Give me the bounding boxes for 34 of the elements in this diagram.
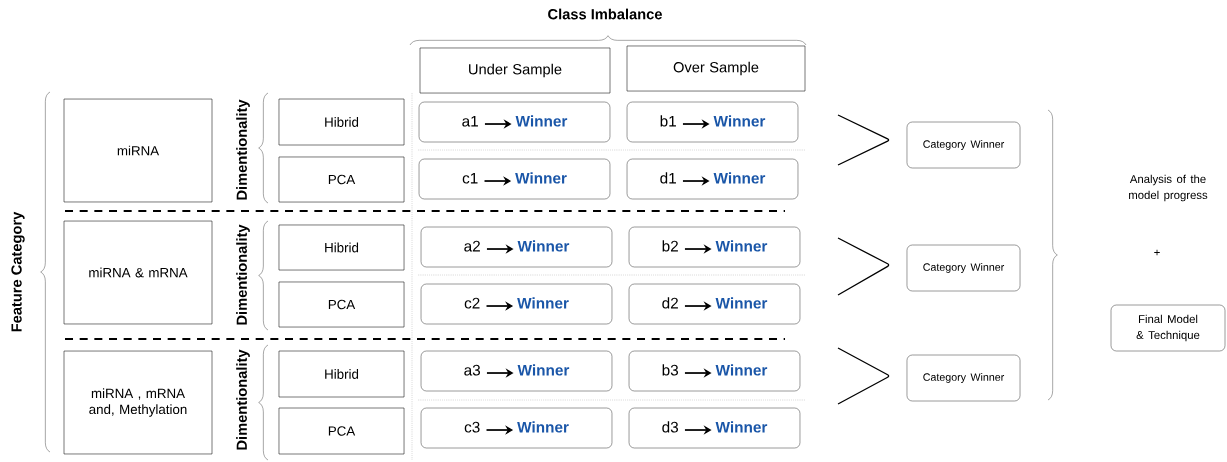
- result-box: b2 Winner: [628, 226, 801, 268]
- column-header-box: Under Sample: [419, 47, 611, 94]
- result-box: b3 Winner: [628, 350, 801, 392]
- plus-sign: +: [1154, 249, 1160, 256]
- final-box: Final Model & Technique: [1110, 304, 1226, 352]
- result-box: c2 Winner: [420, 283, 613, 325]
- heading-text: Class Imbalance: [548, 8, 662, 20]
- method-box: Hibrid: [278, 224, 405, 271]
- result-box: d1 Winner: [626, 158, 799, 200]
- result-box: c3 Winner: [420, 407, 613, 449]
- result-box: b1 Winner: [626, 101, 799, 143]
- method-box: PCA: [278, 407, 405, 455]
- result-box: d2 Winner: [628, 283, 801, 325]
- group-label: Dimentionality: [236, 99, 250, 200]
- group-label: Dimentionality: [236, 224, 250, 325]
- winner-box: Category Winner: [906, 121, 1021, 169]
- method-box: PCA: [278, 156, 405, 203]
- result-box: a2 Winner: [420, 226, 613, 268]
- result-box: c1 Winner: [418, 158, 611, 200]
- group-label: Dimentionality: [236, 349, 250, 450]
- column-header-box: Over Sample: [626, 45, 806, 92]
- method-box: PCA: [278, 281, 405, 328]
- result-box: a3 Winner: [420, 350, 613, 392]
- group-label: Feature Category: [11, 211, 25, 332]
- category-box: miRNA: [63, 98, 213, 203]
- method-box: Hibrid: [278, 98, 405, 146]
- method-box: Hibrid: [278, 350, 405, 398]
- category-box: miRNA , mRNA and, Methylation: [63, 350, 213, 455]
- winner-box: Category Winner: [906, 354, 1021, 402]
- note-text: Analysis of the model progress: [1129, 174, 1208, 202]
- result-box: d3 Winner: [628, 407, 801, 449]
- category-box: miRNA & mRNA: [63, 220, 213, 325]
- winner-box: Category Winner: [906, 244, 1021, 292]
- result-box: a1 Winner: [418, 101, 611, 143]
